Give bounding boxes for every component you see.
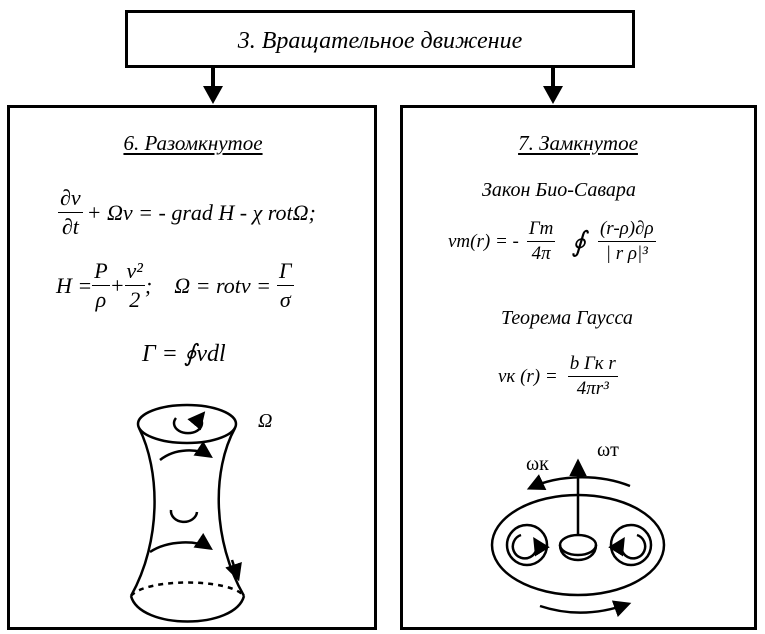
- biot-denominator: | r ρ|³: [605, 243, 648, 264]
- gauss-numerator: b Гк r: [567, 353, 618, 377]
- vk-lhs: vк (r) =: [498, 365, 558, 387]
- open-vortex-tube: [129, 403, 246, 623]
- biot-savart-label: Закон Био-Савара: [482, 179, 636, 201]
- top-title-box: [125, 10, 635, 68]
- circulation-equation: Γ = ∮vdl: [142, 341, 226, 367]
- connector-arrow-left: [203, 68, 223, 104]
- omega-t-label: ωт: [597, 439, 619, 461]
- rho-denominator: ρ: [95, 287, 107, 312]
- gamma-t-numerator: Гт: [526, 218, 556, 242]
- two-denominator: 2: [129, 287, 141, 312]
- navier-equation: ∂v∂t + Ωv = - grad H - χ rotΩ;: [58, 185, 316, 240]
- top-title: 3. Вращательное движение: [237, 28, 523, 54]
- gamma-numerator: Γ: [276, 258, 294, 286]
- omega-label: Ω: [258, 410, 273, 432]
- closed-vortex-ring: [490, 458, 666, 617]
- gauss-label: Теорема Гаусса: [501, 307, 633, 329]
- dt-denominator: ∂t: [61, 214, 79, 239]
- biot-numerator: (r-ρ)∂ρ: [597, 218, 656, 242]
- contour-integral: ∮: [571, 226, 586, 258]
- dv-numerator: ∂v: [58, 185, 83, 213]
- semicolon: ;: [144, 272, 153, 298]
- four-pi-denominator: 4π: [531, 243, 551, 264]
- gauss-denominator: 4πr³: [576, 378, 609, 399]
- vt-lhs: vт(r) = -: [448, 230, 519, 252]
- connector-arrow-right: [543, 68, 563, 104]
- left-panel-title: 6. Разомкнутое: [123, 131, 263, 155]
- omega-rot: Ω = rotv =: [174, 272, 271, 298]
- right-panel-title: 7. Замкнутое: [518, 131, 638, 155]
- right-panel: [400, 105, 757, 630]
- v2-numerator: v²: [124, 258, 145, 286]
- sigma-denominator: σ: [279, 287, 291, 312]
- h-term: H =: [56, 272, 93, 298]
- p-numerator: P: [92, 258, 110, 286]
- omega-k-label: ωк: [526, 453, 549, 475]
- navier-rest: + Ωv = - grad H - χ rotΩ;: [86, 199, 316, 225]
